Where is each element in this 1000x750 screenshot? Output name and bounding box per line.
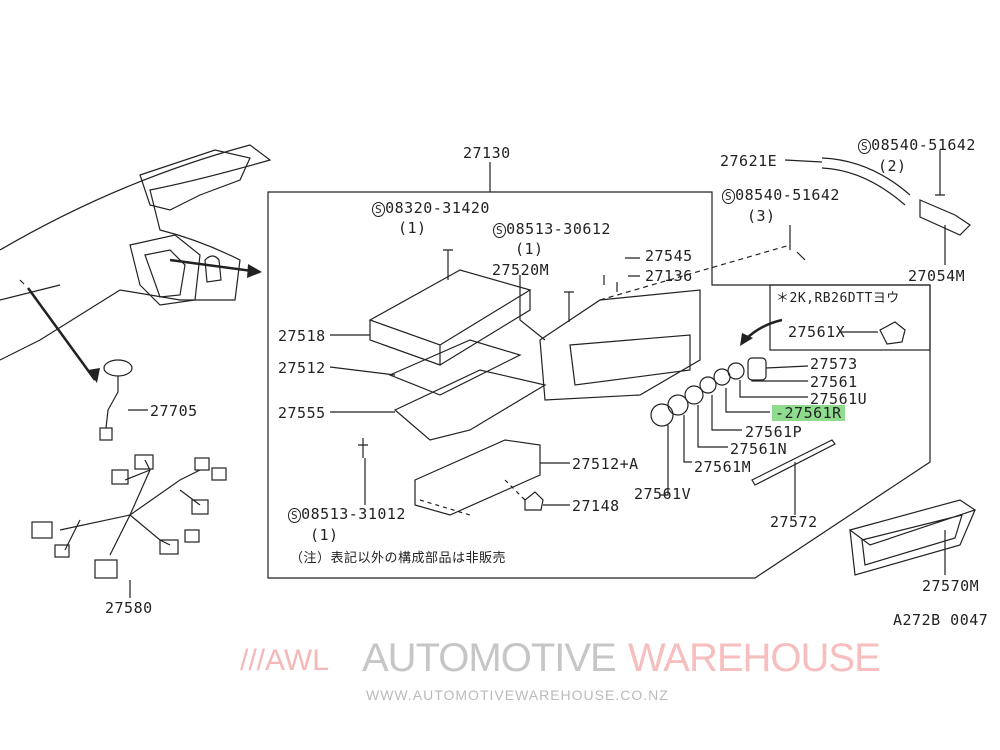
part-27518	[330, 269, 532, 366]
label-27572: 27572	[770, 513, 818, 531]
fastener-qty: (1)	[398, 219, 427, 237]
watermark-logo: ///AWL	[240, 644, 329, 677]
dashboard-illustration	[0, 144, 272, 361]
label-27570M: 27570M	[922, 577, 980, 595]
watermark-url: WWW.AUTOMOTIVEWAREHOUSE.CO.NZ	[366, 687, 669, 703]
label-27561: 27561	[810, 373, 858, 391]
watermark-name-1: AUTOMOTIVE	[362, 636, 617, 680]
inset-note: ＊2K,RB26DTTヨウ	[776, 291, 900, 306]
fastener-qty: (3)	[747, 207, 776, 225]
label-27580: 27580	[105, 599, 153, 617]
fastener-symbol: S	[858, 139, 872, 154]
label-27148: 27148	[572, 497, 620, 515]
inset-box	[769, 284, 931, 351]
footnote: （注）表記以外の構成部品は非販売	[290, 551, 507, 566]
fastener-symbol: S	[722, 189, 736, 204]
label-27520M: 27520M	[492, 261, 550, 279]
label-27130: 27130	[463, 144, 511, 162]
part-27570M	[848, 499, 977, 576]
screws	[358, 249, 640, 505]
label-27136: 27136	[645, 267, 693, 285]
label-27518: 27518	[278, 327, 326, 345]
part-27520M	[519, 275, 701, 401]
label-27555: 27555	[278, 404, 326, 422]
fastener-symbol: S	[288, 508, 302, 523]
fastener-symbol: S	[493, 223, 507, 238]
label-27054M: 27054M	[908, 267, 966, 285]
figure-code: A272B 0047	[893, 611, 989, 629]
duct-27621E	[784, 150, 971, 265]
fastener-qty: (1)	[310, 526, 339, 544]
label-27573: 27573	[810, 355, 858, 373]
harness-27580	[31, 454, 227, 598]
label-27621E: 27621E	[720, 152, 778, 170]
part-27512A	[414, 439, 570, 516]
label-27561N: 27561N	[730, 440, 788, 458]
knobs	[650, 321, 906, 496]
part-27572	[751, 439, 836, 515]
label-27545: 27545	[645, 247, 693, 265]
part-27555	[330, 369, 547, 441]
fastener-qty: (1)	[515, 240, 544, 258]
label-27561P: 27561P	[745, 423, 803, 441]
label-27561U: 27561U	[810, 390, 868, 408]
label-27512A: 27512+A	[572, 455, 639, 473]
fastener-symbol: S	[372, 202, 386, 217]
connector-27705	[99, 359, 148, 441]
label-27561M: 27561M	[694, 458, 752, 476]
watermark-name-2: WAREHOUSE	[628, 636, 881, 680]
label-27512: 27512	[278, 359, 326, 377]
label-27561R-highlighted: -27561R	[772, 405, 845, 421]
label-27561V: 27561V	[634, 485, 692, 503]
label-27561X: 27561X	[788, 323, 846, 341]
assembly-frame	[267, 191, 931, 579]
part-27512	[329, 339, 522, 396]
fastener-qty: (2)	[878, 157, 907, 175]
label-27705: 27705	[150, 402, 198, 420]
